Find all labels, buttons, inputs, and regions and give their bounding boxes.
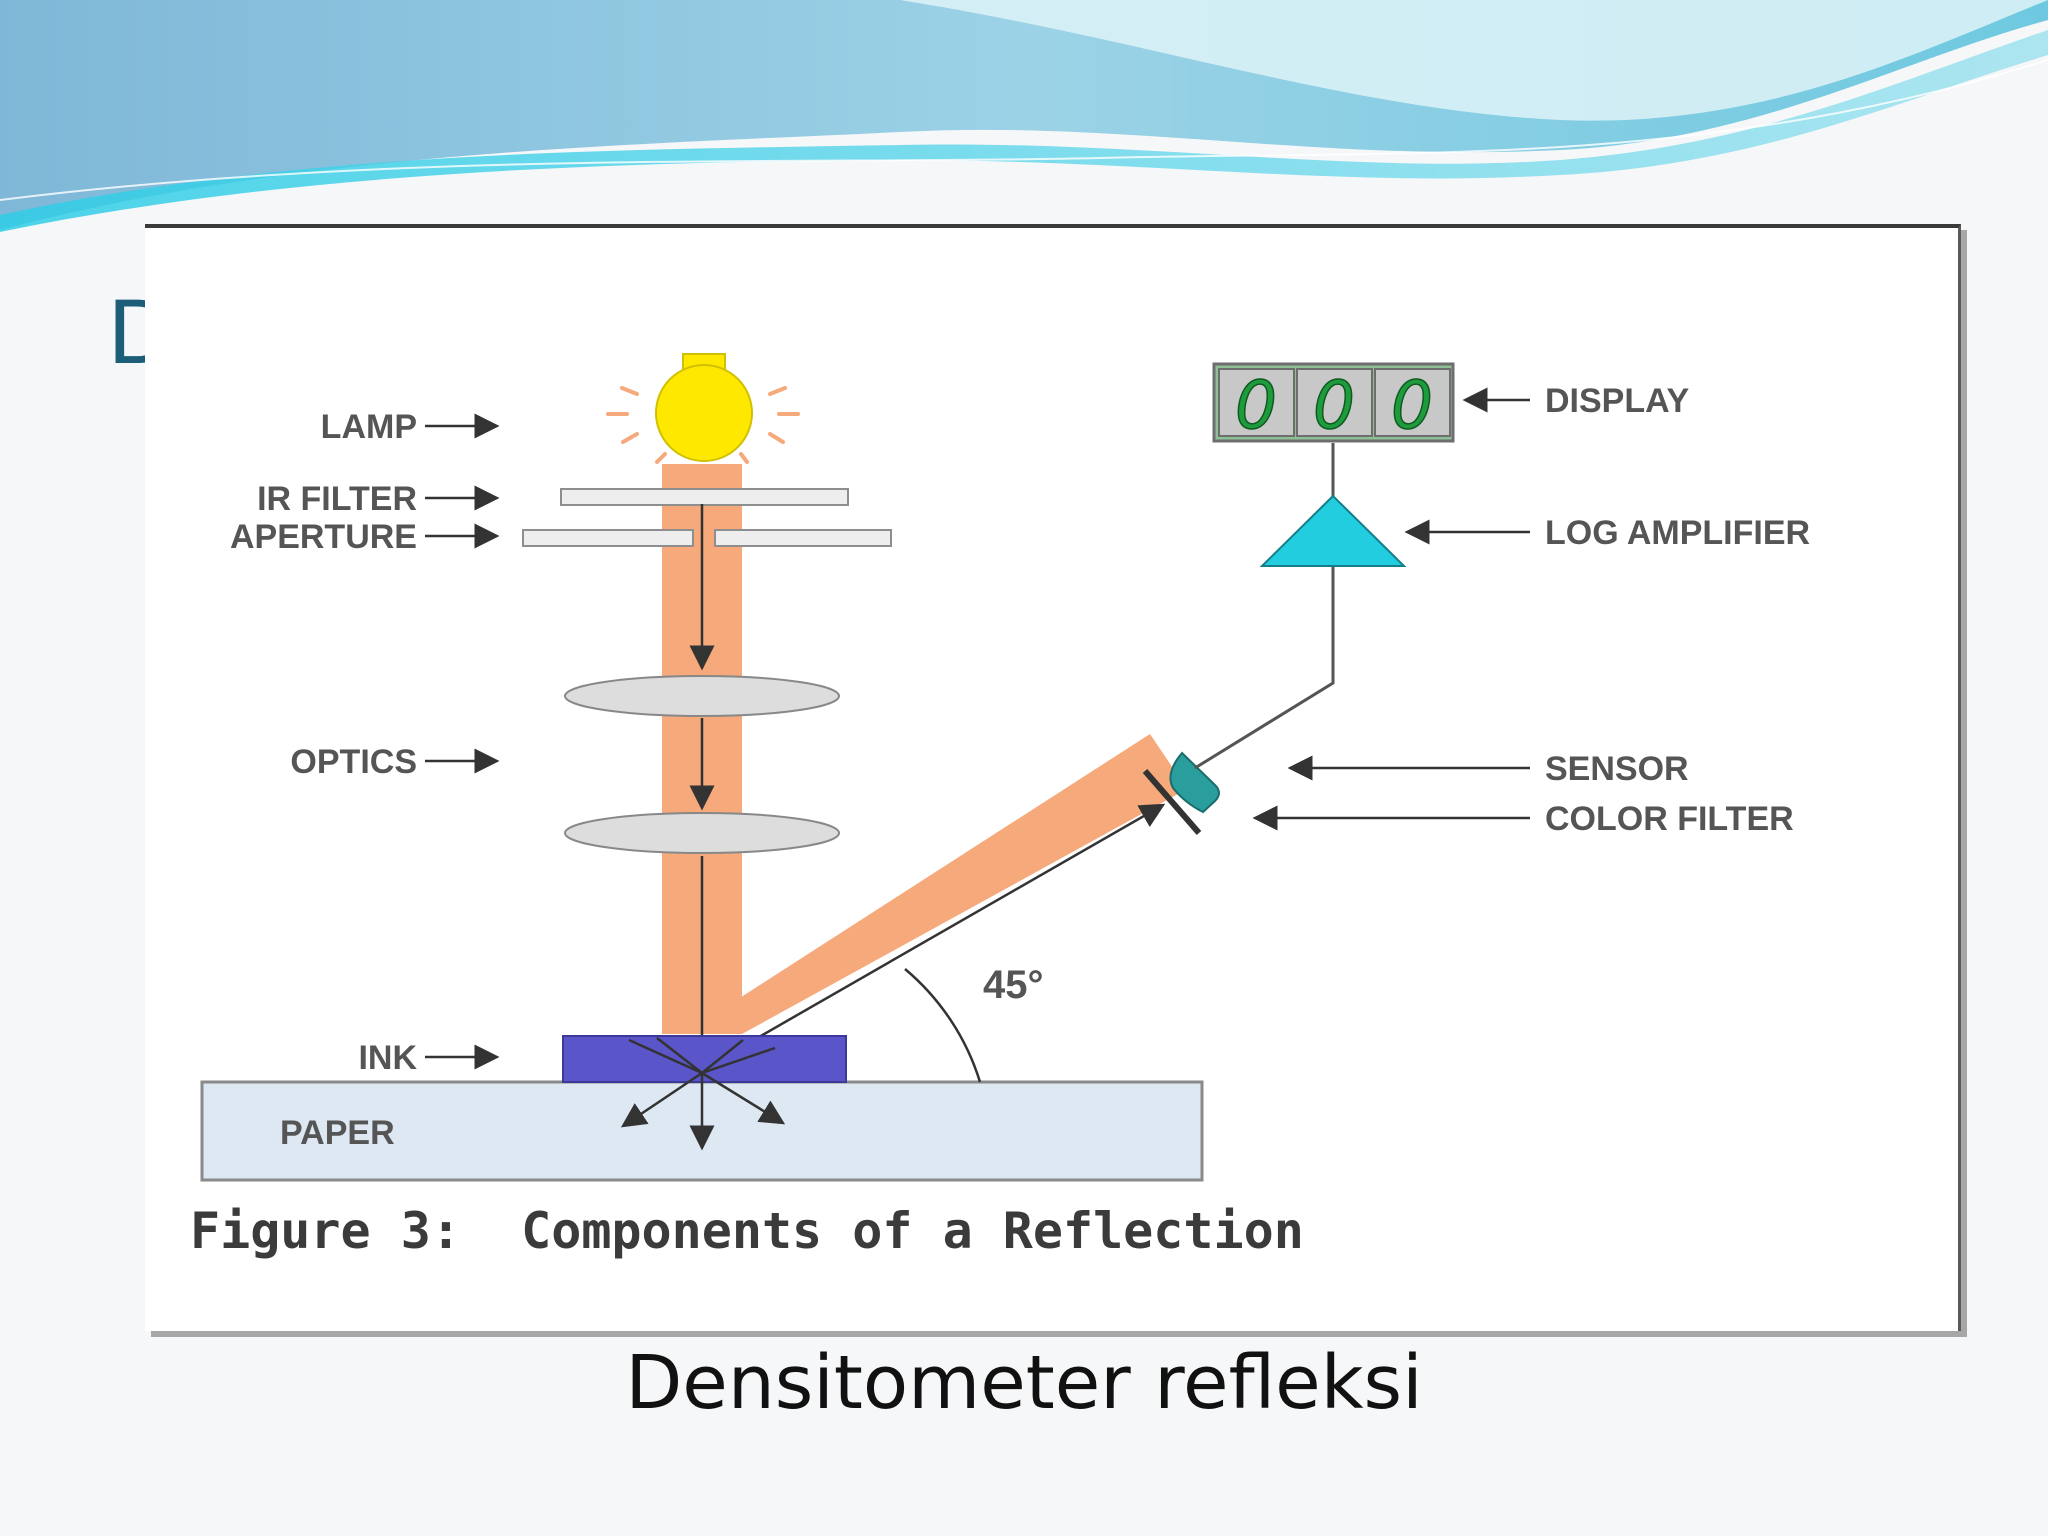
lamp-bulb-icon [655,353,753,462]
color-filter-plate [1142,769,1202,835]
display-cell-2 [1296,368,1373,437]
lamp-rays [606,386,800,464]
label-optics: OPTICS [290,743,417,781]
label-display: DISPLAY [1545,382,1690,420]
lens-lower [564,812,840,854]
log-amplifier-icon [1259,494,1407,567]
display-cell-3 [1374,368,1451,437]
angle-label: 45° [983,963,1044,1007]
sensor-icon [1169,751,1220,814]
display-digit-2: 0 [1313,367,1355,444]
label-aperture: APERTURE [230,518,417,556]
label-ir-filter: IR FILTER [257,480,417,518]
label-sensor: SENSOR [1545,750,1689,788]
header-wave-decoration [0,0,2048,232]
lens-upper [564,675,840,717]
display-digit-3: 0 [1391,367,1433,444]
angle-arc [904,968,982,1083]
reflected-beam [693,734,1187,1034]
figure-caption: Figure 3: Components of a Reflection [190,1202,1304,1260]
aperture-plate-left [522,529,694,547]
label-lamp: LAMP [321,408,417,446]
label-log-amplifier: LOG AMPLIFIER [1545,514,1810,552]
label-ink: INK [358,1039,417,1077]
sensor-to-amplifier-wire [1194,566,1335,770]
ir-filter-plate [560,488,849,506]
label-color-filter: COLOR FILTER [1545,800,1794,838]
densitometer-diagram: 45° 0 0 0 LAMP [190,353,1810,1260]
label-paper: PAPER [280,1114,395,1152]
display-cell-1 [1218,368,1295,437]
slide-caption: Densitometer refleksi [625,1340,1423,1426]
beam-arrows [689,504,1166,1070]
figure-frame: 45° 0 0 0 LAMP [145,224,1961,1331]
display-digit-1: 0 [1235,367,1277,444]
aperture-plate-right [714,529,892,547]
scatter-arrows [620,1037,786,1151]
